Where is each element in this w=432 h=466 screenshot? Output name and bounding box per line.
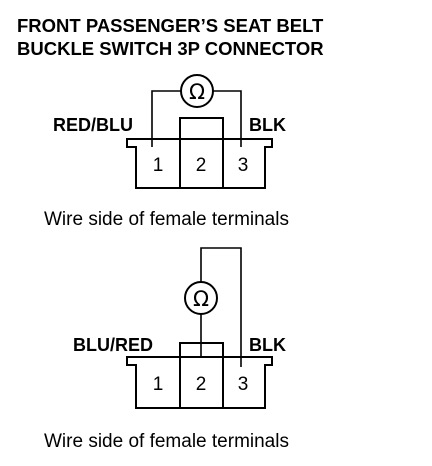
pin-number-1: 1 xyxy=(153,374,164,395)
probe-wire-left xyxy=(151,90,181,147)
pin-number-2: 2 xyxy=(196,155,207,176)
caption: Wire side of female terminals xyxy=(44,431,289,452)
probe-wire-right xyxy=(213,90,242,147)
connector-body xyxy=(126,138,273,189)
title-line-1: FRONT PASSENGER’S SEAT BELT xyxy=(17,15,324,36)
pin-number-3: 3 xyxy=(238,155,249,176)
wire-label-left: BLU/RED xyxy=(73,335,153,355)
wire-label-right: BLK xyxy=(249,335,286,355)
connector-lock-tab xyxy=(179,117,224,140)
wire-label-left: RED/BLU xyxy=(53,115,133,135)
pin-number-1: 1 xyxy=(153,155,164,176)
diagram-1: Ω RED/BLU BLK 1 2 3 Wire side of female … xyxy=(44,74,289,230)
connector-lock-tab xyxy=(179,342,224,358)
diagram-2: Ω BLU/RED BLK 1 2 3 Wire side of female … xyxy=(44,247,289,452)
title-line-2: BUCKLE SWITCH 3P CONNECTOR xyxy=(17,38,324,59)
probe-wire-top xyxy=(200,247,242,367)
ohmmeter-symbol: Ω xyxy=(189,80,205,104)
pin-number-3: 3 xyxy=(238,374,249,395)
pin-number-2: 2 xyxy=(196,374,207,395)
ohmmeter-icon: Ω xyxy=(184,281,218,315)
ohmmeter-icon: Ω xyxy=(180,74,214,108)
caption: Wire side of female terminals xyxy=(44,209,289,230)
ohmmeter-symbol: Ω xyxy=(193,287,209,311)
connector-body xyxy=(126,356,273,409)
wire-label-right: BLK xyxy=(249,115,286,135)
